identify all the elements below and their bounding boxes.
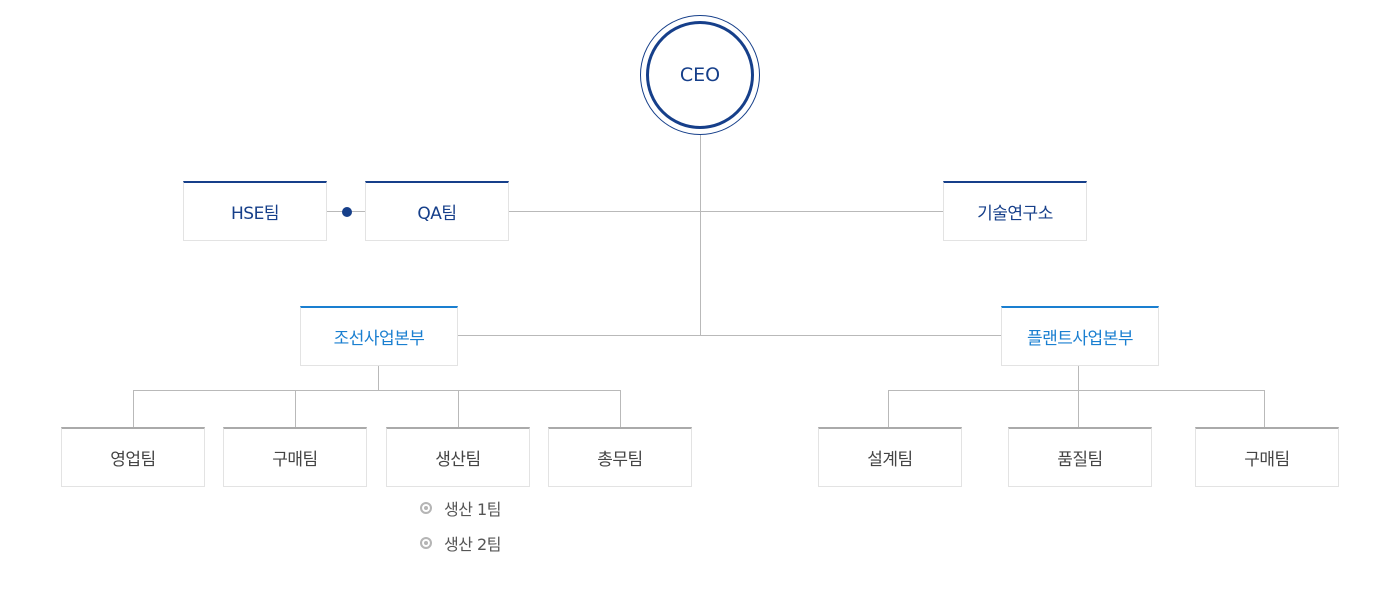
bullet-icon xyxy=(420,502,432,514)
connector-team-drop xyxy=(133,390,134,427)
qa-team-label: QA팀 xyxy=(417,204,457,224)
design-team-box: 설계팀 xyxy=(818,427,962,487)
production-team-box: 생산팀 xyxy=(386,427,530,487)
sales-team-label: 영업팀 xyxy=(110,450,156,470)
connector-shipbuilding-teams-row xyxy=(133,390,621,391)
general-affairs-team-label: 총무팀 xyxy=(597,450,643,470)
connector-shipbuilding-down xyxy=(378,365,379,390)
shipbuilding-division-label: 조선사업본부 xyxy=(333,329,425,349)
connector-team-drop xyxy=(888,390,889,427)
production-subteam-label: 생산 2팀 xyxy=(444,535,501,554)
general-affairs-team-box: 총무팀 xyxy=(548,427,692,487)
connector-ceo-trunk xyxy=(700,135,701,335)
ceo-label: CEO xyxy=(679,64,721,86)
ceo-node: CEO xyxy=(646,21,754,129)
production-subteam-label: 생산 1팀 xyxy=(444,500,501,519)
purchasing-team-label: 구매팀 xyxy=(272,450,318,470)
connector-plant-down xyxy=(1078,365,1079,427)
bullet-icon xyxy=(420,537,432,549)
quality-team-box: 품질팀 xyxy=(1008,427,1152,487)
connector-team-drop xyxy=(295,390,296,427)
production-team-label: 생산팀 xyxy=(435,450,481,470)
quality-team-label: 품질팀 xyxy=(1057,450,1103,470)
connector-plant-teams-row xyxy=(888,390,1265,391)
rnd-center-box: 기술연구소 xyxy=(943,181,1087,241)
shipbuilding-division-box: 조선사업본부 xyxy=(300,306,458,366)
connector-team-drop xyxy=(458,390,459,427)
hse-team-label: HSE팀 xyxy=(231,204,279,224)
plant-division-box: 플랜트사업본부 xyxy=(1001,306,1159,366)
production-subteam-item: 생산 1팀 xyxy=(420,496,501,520)
connector-dot xyxy=(342,207,352,217)
plant-purchasing-team-label: 구매팀 xyxy=(1244,450,1290,470)
rnd-center-label: 기술연구소 xyxy=(977,204,1053,224)
sales-team-box: 영업팀 xyxy=(61,427,205,487)
qa-team-box: QA팀 xyxy=(365,181,509,241)
design-team-label: 설계팀 xyxy=(867,450,913,470)
plant-purchasing-team-box: 구매팀 xyxy=(1195,427,1339,487)
connector-team-drop xyxy=(620,390,621,427)
purchasing-team-box: 구매팀 xyxy=(223,427,367,487)
connector-division-row xyxy=(457,335,1002,336)
connector-staff-row xyxy=(508,211,944,212)
production-subteam-item: 생산 2팀 xyxy=(420,531,501,555)
ceo-outer-ring xyxy=(640,15,760,135)
plant-division-label: 플랜트사업본부 xyxy=(1027,329,1133,349)
connector-team-drop xyxy=(1264,390,1265,427)
hse-team-box: HSE팀 xyxy=(183,181,327,241)
